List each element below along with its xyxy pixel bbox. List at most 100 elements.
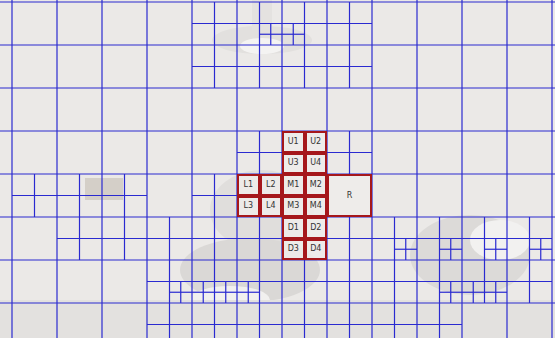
grid-line (462, 281, 507, 282)
grid-line (282, 281, 327, 282)
region-label: U2 (310, 138, 321, 146)
grid-line (11, 0, 12, 338)
region-box: U4 (305, 153, 328, 175)
grid-line (192, 23, 237, 24)
grid-line (0, 130, 555, 131)
grid-line (417, 324, 462, 325)
grid-line (236, 0, 237, 338)
grid-line (237, 238, 282, 239)
grid-line (56, 0, 57, 338)
region-box: M2 (305, 174, 328, 196)
region-box: M1 (282, 174, 305, 196)
grid-line (282, 66, 327, 67)
grid-line (215, 292, 238, 293)
grid-line (372, 281, 417, 282)
region-box: M3 (282, 196, 305, 218)
grid-line (147, 324, 192, 325)
grid-line (327, 152, 372, 153)
grid-line (192, 324, 237, 325)
region-label: U1 (288, 138, 299, 146)
region-label: L2 (266, 181, 276, 189)
grid-line (147, 238, 192, 239)
grid-line (170, 292, 193, 293)
region-label: D2 (310, 224, 321, 232)
region-label: M1 (287, 181, 299, 189)
grid-line (259, 303, 260, 338)
grid-line (327, 324, 372, 325)
grid-line (440, 249, 463, 250)
grid-line (169, 303, 170, 338)
grid-line (551, 0, 552, 338)
grid-line (57, 238, 102, 239)
grid-line (439, 303, 440, 338)
region-box: U3 (282, 153, 305, 175)
grid-line (282, 23, 327, 24)
region-label: U4 (310, 159, 321, 167)
grid-line (440, 292, 463, 293)
grid-line (304, 303, 305, 338)
region-label: R (347, 192, 353, 200)
grid-line (416, 0, 417, 338)
region-box: D2 (305, 217, 328, 239)
grid-line (237, 292, 260, 293)
grid-line (327, 238, 372, 239)
grid-line (461, 0, 462, 338)
grid-line (0, 44, 555, 45)
grid-line (237, 281, 282, 282)
grid-line (530, 249, 553, 250)
grid-line (394, 303, 395, 338)
grid-line (237, 152, 282, 153)
grid-line (372, 238, 417, 239)
grid-line (506, 0, 507, 338)
region-box: L3 (237, 196, 260, 218)
grid-line (102, 195, 147, 196)
grid-line (507, 238, 552, 239)
grid-line (260, 34, 283, 35)
grid-line (147, 281, 192, 282)
grid-line (146, 0, 147, 338)
grid-line (102, 238, 147, 239)
grid-line (282, 34, 305, 35)
region-box: L4 (260, 196, 283, 218)
grid-line (192, 195, 237, 196)
grid-line (0, 302, 555, 303)
region-box: U2 (305, 131, 328, 153)
region-label: L4 (266, 202, 276, 210)
grid-line (462, 238, 507, 239)
grid-line (191, 0, 192, 338)
grid-line (485, 292, 508, 293)
grid-line (282, 324, 327, 325)
grid-line (12, 195, 57, 196)
grid-line (192, 238, 237, 239)
region-label: L3 (243, 202, 253, 210)
grid-line (192, 66, 237, 67)
region-box: M4 (305, 196, 328, 218)
grid-line (327, 23, 372, 24)
grid-line (237, 324, 282, 325)
grid-line (327, 281, 372, 282)
grid-line (327, 66, 372, 67)
region-label: D1 (288, 224, 299, 232)
region-label: D4 (310, 245, 321, 253)
grid-line (57, 195, 102, 196)
grid-line (0, 259, 555, 260)
grid-line (507, 281, 552, 282)
grid-line (101, 0, 102, 338)
grid-line (214, 303, 215, 338)
region-box: D4 (305, 239, 328, 261)
region-label: D3 (288, 245, 299, 253)
region-label: M3 (287, 202, 299, 210)
region-box: U1 (282, 131, 305, 153)
region-box: D1 (282, 217, 305, 239)
grid-line (485, 249, 508, 250)
region-box: L2 (260, 174, 283, 196)
grid-line (192, 292, 215, 293)
grid-line (0, 1, 555, 2)
region-box: L1 (237, 174, 260, 196)
grid-line (417, 238, 462, 239)
grid-line (371, 0, 372, 338)
